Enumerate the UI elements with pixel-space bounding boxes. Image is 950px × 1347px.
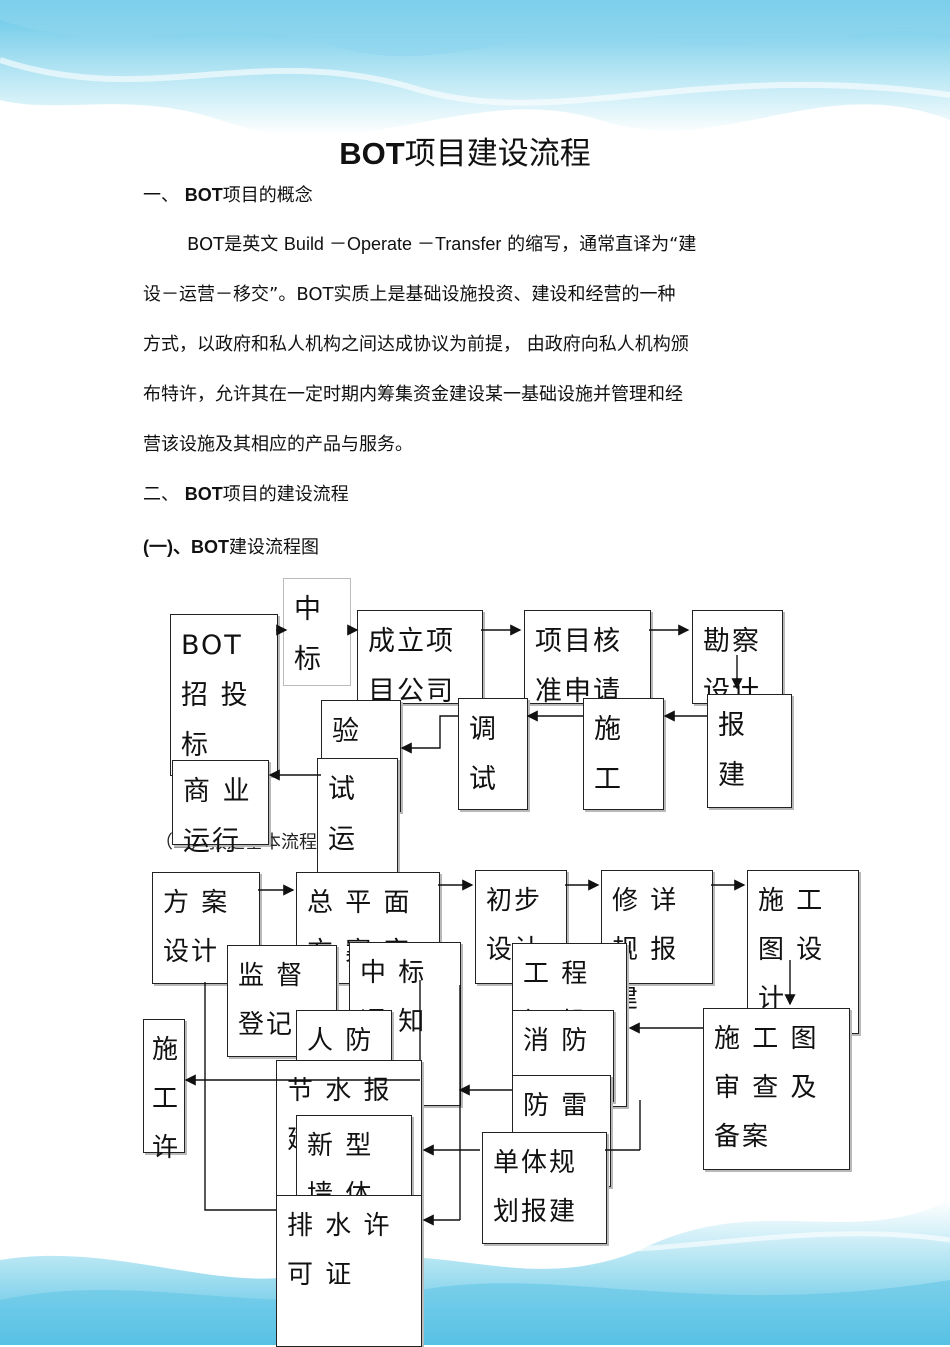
box-report-build: 报 建 [707, 694, 792, 808]
box-debugging: 调 试 [458, 698, 528, 810]
box-commercial-operation: 商 业 运行 [172, 760, 269, 845]
box-single-planning: 单体规划报建 [482, 1132, 607, 1244]
box-win-bid: 中 标 [283, 578, 351, 686]
box-bot-bidding: BOT 招 投标 [170, 614, 278, 776]
box-setup-company: 成立项目公司 [357, 610, 483, 704]
box-construction-permit: 施 工 许 [143, 1019, 185, 1153]
box-drawing-review-filing: 施 工 图 审 查 及 备案 [703, 1008, 850, 1170]
box-survey-design: 勘察设计 [692, 610, 783, 704]
box-sewage-permit: 排 水 许 可 证 [276, 1195, 422, 1347]
box-project-approval: 项目核准申请 [524, 610, 651, 704]
box-construction: 施 工 [583, 698, 664, 810]
